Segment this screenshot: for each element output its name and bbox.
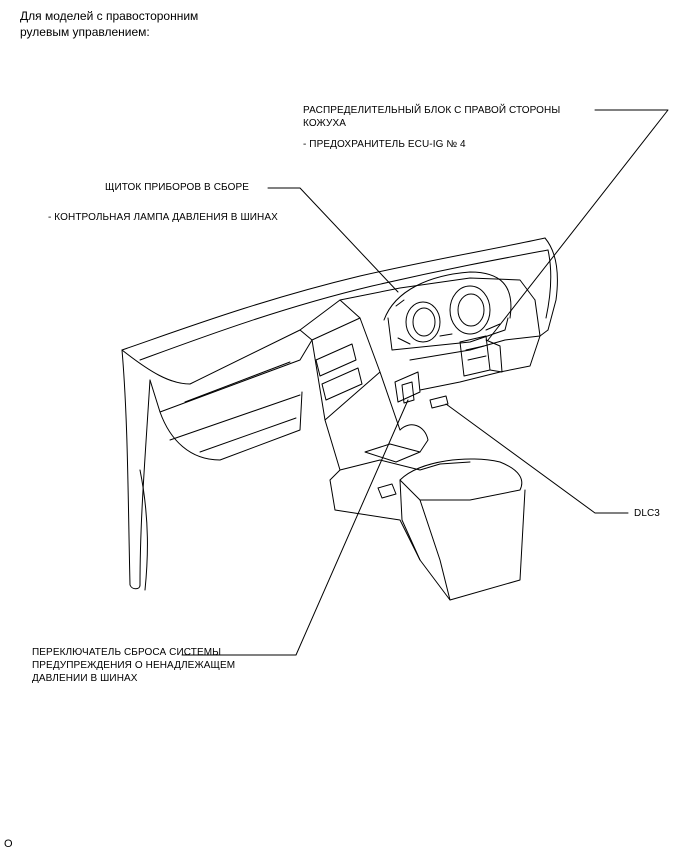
cluster-details xyxy=(395,299,501,345)
dash-passenger-panel xyxy=(159,391,303,461)
center-stack-right xyxy=(339,299,401,431)
dlc3-connector xyxy=(429,395,449,409)
console-tray xyxy=(377,483,397,499)
windshield-edge xyxy=(121,237,546,351)
armrest-front xyxy=(399,479,526,601)
dash-right-edge xyxy=(534,299,541,337)
callout-combination-meter: ЩИТОК ПРИБОРОВ В СБОРЕ - КОНТРОЛЬНАЯ ЛАМ… xyxy=(48,181,278,224)
reset-switch-body xyxy=(401,381,415,404)
center-vent-right xyxy=(321,367,363,401)
callout-dlc3: DLC3 xyxy=(634,507,660,520)
windshield-edge-inner xyxy=(139,249,549,361)
armrest-top xyxy=(399,458,523,501)
corner-mark: O xyxy=(4,838,13,850)
page-title-line-2: рулевым управлением: xyxy=(20,25,150,39)
tachometer-gauge-inner xyxy=(457,293,485,327)
callout-reset-switch-line-3: ДАВЛЕНИИ В ШИНАХ xyxy=(32,673,138,684)
switch-panel xyxy=(394,371,421,403)
cluster-hood xyxy=(383,271,512,321)
page-title-line-1: Для моделей с правосторонним xyxy=(20,9,199,23)
speedometer-gauge-inner xyxy=(412,307,436,337)
armrest-side xyxy=(419,499,451,601)
a-pillar-right xyxy=(544,237,558,331)
dash-side-left xyxy=(121,349,151,590)
tachometer-gauge xyxy=(449,285,491,335)
page-title: Для моделей с правосторонним рулевым упр… xyxy=(20,8,198,40)
callout-junction-block-sub: - ПРЕДОХРАНИТЕЛЬ ECU-IG № 4 xyxy=(303,139,466,150)
dash-right-lower xyxy=(419,335,541,391)
callout-junction-block-line-2: КОЖУХА xyxy=(303,118,347,129)
junction-block-detail xyxy=(465,345,487,361)
shifter-area xyxy=(364,443,421,463)
callout-reset-switch: ПЕРЕКЛЮЧАТЕЛЬ СБРОСА СИСТЕМЫ ПРЕДУПРЕЖДЕ… xyxy=(32,646,235,685)
console-top xyxy=(339,459,471,471)
dash-lower-line xyxy=(169,394,301,441)
a-pillar-right-inner xyxy=(545,249,552,319)
leader-dlc3 xyxy=(445,403,629,514)
dash-top xyxy=(121,277,536,385)
callout-combination-meter-line-1: ЩИТОК ПРИБОРОВ В СБОРЕ xyxy=(105,182,249,193)
leader-reset-switch xyxy=(181,399,409,656)
center-stack-lower xyxy=(324,371,381,421)
glovebox-top xyxy=(184,361,291,403)
callout-reset-switch-line-2: ПРЕДУПРЕЖДЕНИЯ О НЕНАДЛЕЖАЩЕМ xyxy=(32,660,236,671)
center-stack-left xyxy=(299,329,341,471)
callout-combination-meter-sub: - КОНТРОЛЬНАЯ ЛАМПА ДАВЛЕНИЯ В ШИНАХ xyxy=(48,212,278,223)
center-stack-face xyxy=(311,317,361,341)
center-vent-left xyxy=(315,343,357,377)
junction-block-bracket xyxy=(485,339,503,373)
callout-reset-switch-line-1: ПЕРЕКЛЮЧАТЕЛЬ СБРОСА СИСТЕМЫ xyxy=(32,647,222,658)
cluster-housing xyxy=(387,317,509,351)
shifter-boot xyxy=(399,424,429,453)
callout-dlc3-label: DLC3 xyxy=(634,508,660,519)
leader-combination-meter xyxy=(267,187,399,293)
leader-junction-block xyxy=(487,109,669,341)
callout-junction-block: РАСПРЕДЕЛИТЕЛЬНЫЙ БЛОК С ПРАВОЙ СТОРОНЫ … xyxy=(303,104,560,151)
glovebox-bottom xyxy=(199,417,297,453)
dash-front-left xyxy=(149,339,313,413)
speedometer-gauge xyxy=(405,301,441,343)
door-trim-left xyxy=(139,469,148,591)
callout-junction-block-line-1: РАСПРЕДЕЛИТЕЛЬНЫЙ БЛОК С ПРАВОЙ СТОРОНЫ xyxy=(303,105,561,116)
dash-right-face xyxy=(409,329,549,361)
console-left xyxy=(329,469,421,561)
